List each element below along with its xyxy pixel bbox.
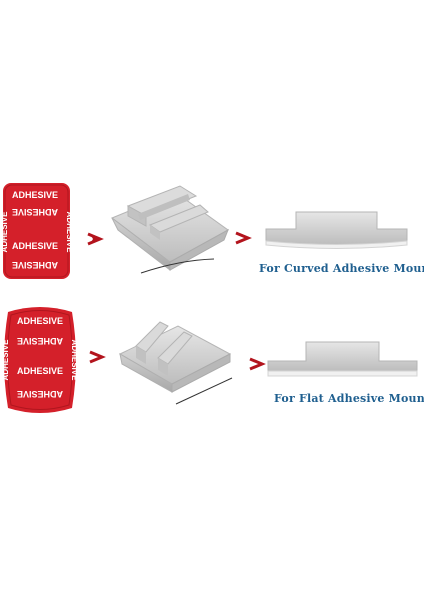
curved-mount-base [111, 185, 229, 272]
adhesive-text: ADHESIVE [17, 316, 63, 326]
adhesive-text: ADHESIVE [17, 366, 63, 376]
adhesive-text: ADHESIVE [17, 336, 63, 346]
rectangular-adhesive-pad: ADHESIVE ADHESIVE ADHESIVE ADHESIVE ADHE… [0, 183, 74, 279]
adhesive-text: ADHESIVE [65, 212, 74, 254]
flat-mounts-caption: For Flat Adhesive Mounts [274, 392, 424, 405]
curve-indicator-line [140, 258, 215, 274]
adhesive-text: ADHESIVE [70, 340, 79, 382]
flat-mount-base [118, 321, 232, 393]
curved-mount-side-view [265, 211, 408, 249]
adhesive-text: ADHESIVE [0, 211, 9, 253]
curved-mounts-caption: For Curved Adhesive Mounts [259, 262, 424, 275]
rounded-adhesive-pad: ADHESIVE ADHESIVE ADHESIVE ADHESIVE ADHE… [1, 307, 79, 413]
adhesive-text: ADHESIVE [17, 389, 63, 399]
adhesive-text: ADHESIVE [12, 260, 58, 270]
adhesive-text: ADHESIVE [12, 190, 58, 200]
adhesive-text: ADHESIVE [12, 241, 58, 251]
flat-mount-side-view [267, 341, 418, 377]
adhesive-text: ADHESIVE [1, 339, 10, 381]
adhesive-text: ADHESIVE [12, 207, 58, 217]
flat-indicator-line [175, 377, 233, 405]
